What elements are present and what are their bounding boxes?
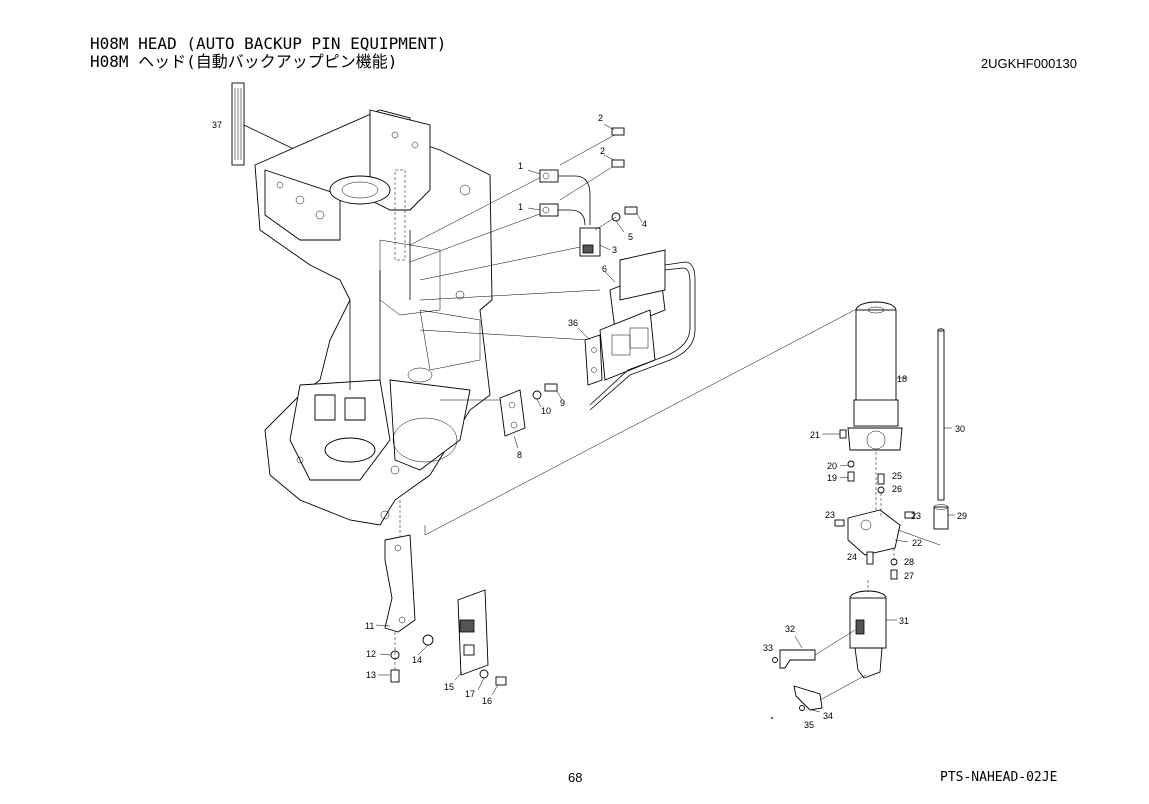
callout-36: 36 — [568, 318, 578, 328]
part-2-bolts — [559, 123, 625, 201]
callout-29: 29 — [957, 511, 967, 521]
part-3-sensor — [579, 227, 611, 257]
part-37-label-plate — [231, 82, 301, 166]
drawing-code: 2UGKHF000130 — [980, 56, 1077, 71]
part-16-17-screw-washer — [477, 669, 507, 696]
callout-labels: 1 1 2 2 3 4 5 6 8 9 10 11 12 13 14 15 16… — [212, 113, 967, 730]
callout-27: 27 — [904, 571, 914, 581]
callout-31: 31 — [899, 616, 909, 626]
callout-6: 6 — [602, 264, 607, 274]
part-18-cylinder — [847, 301, 908, 451]
callout-24: 24 — [847, 552, 857, 562]
callout-4: 4 — [642, 219, 647, 229]
callout-33: 33 — [763, 643, 773, 653]
callout-23a: 23 — [825, 510, 835, 520]
callout-5: 5 — [628, 232, 633, 242]
callout-3: 3 — [612, 245, 617, 255]
callout-21: 21 — [810, 430, 820, 440]
part-22-block — [847, 509, 941, 556]
part-11-l-bracket — [375, 534, 416, 633]
callout-10: 10 — [541, 406, 551, 416]
title-japanese: H08M ヘッド(自動バックアップピン機能) — [90, 52, 398, 71]
callout-19: 19 — [827, 473, 837, 483]
callout-1a: 1 — [518, 161, 523, 171]
callout-13: 13 — [366, 670, 376, 680]
part-29-collar — [933, 504, 955, 530]
callout-25: 25 — [892, 471, 902, 481]
callout-9: 9 — [560, 398, 565, 408]
callout-22: 22 — [912, 538, 922, 548]
part-15-sensor-plate — [454, 589, 489, 681]
part-4-5-screw-washer — [594, 206, 643, 233]
part-32-33-bracket — [772, 629, 856, 669]
stray-mark — [770, 716, 774, 720]
part-36-bracket — [577, 327, 603, 386]
callout-1b: 1 — [518, 202, 523, 212]
part-34-35-bracket — [793, 674, 867, 713]
part-1-fittings — [527, 169, 591, 226]
document-id: PTS-NAHEAD-02JE — [940, 770, 1058, 785]
callout-2b: 2 — [600, 146, 605, 156]
callout-26: 26 — [892, 484, 902, 494]
callout-32: 32 — [785, 624, 795, 634]
title-english: H08M HEAD (AUTO BACKUP PIN EQUIPMENT) — [90, 34, 447, 53]
part-19-20-21-fasteners — [822, 429, 855, 482]
part-31-actuator — [849, 580, 897, 679]
head-frame — [254, 109, 493, 526]
callout-11: 11 — [365, 621, 374, 631]
callout-14: 14 — [412, 655, 422, 665]
part-12-13-14-fasteners — [378, 632, 434, 683]
callout-12: 12 — [366, 649, 376, 659]
callout-8: 8 — [517, 450, 522, 460]
page-number: 68 — [568, 770, 583, 785]
part-8-block — [499, 389, 526, 449]
part-9-10-screw-washer — [532, 383, 563, 408]
callout-17: 17 — [465, 689, 475, 699]
callout-37: 37 — [212, 120, 222, 130]
callout-23b: 23 — [911, 511, 921, 521]
callout-16: 16 — [482, 696, 492, 706]
part-23-to-28-fasteners — [834, 452, 915, 580]
callout-20: 20 — [827, 461, 837, 471]
part-6-solenoid-valve — [589, 249, 696, 411]
callout-2a: 2 — [598, 113, 603, 123]
callout-35: 35 — [804, 720, 814, 730]
callout-30: 30 — [955, 424, 965, 434]
callout-28: 28 — [904, 557, 914, 567]
callout-15: 15 — [444, 682, 454, 692]
callout-18: 18 — [897, 374, 907, 384]
part-30-rod — [937, 328, 952, 501]
callout-34: 34 — [823, 711, 833, 721]
assembly-guide-lines — [399, 174, 871, 540]
